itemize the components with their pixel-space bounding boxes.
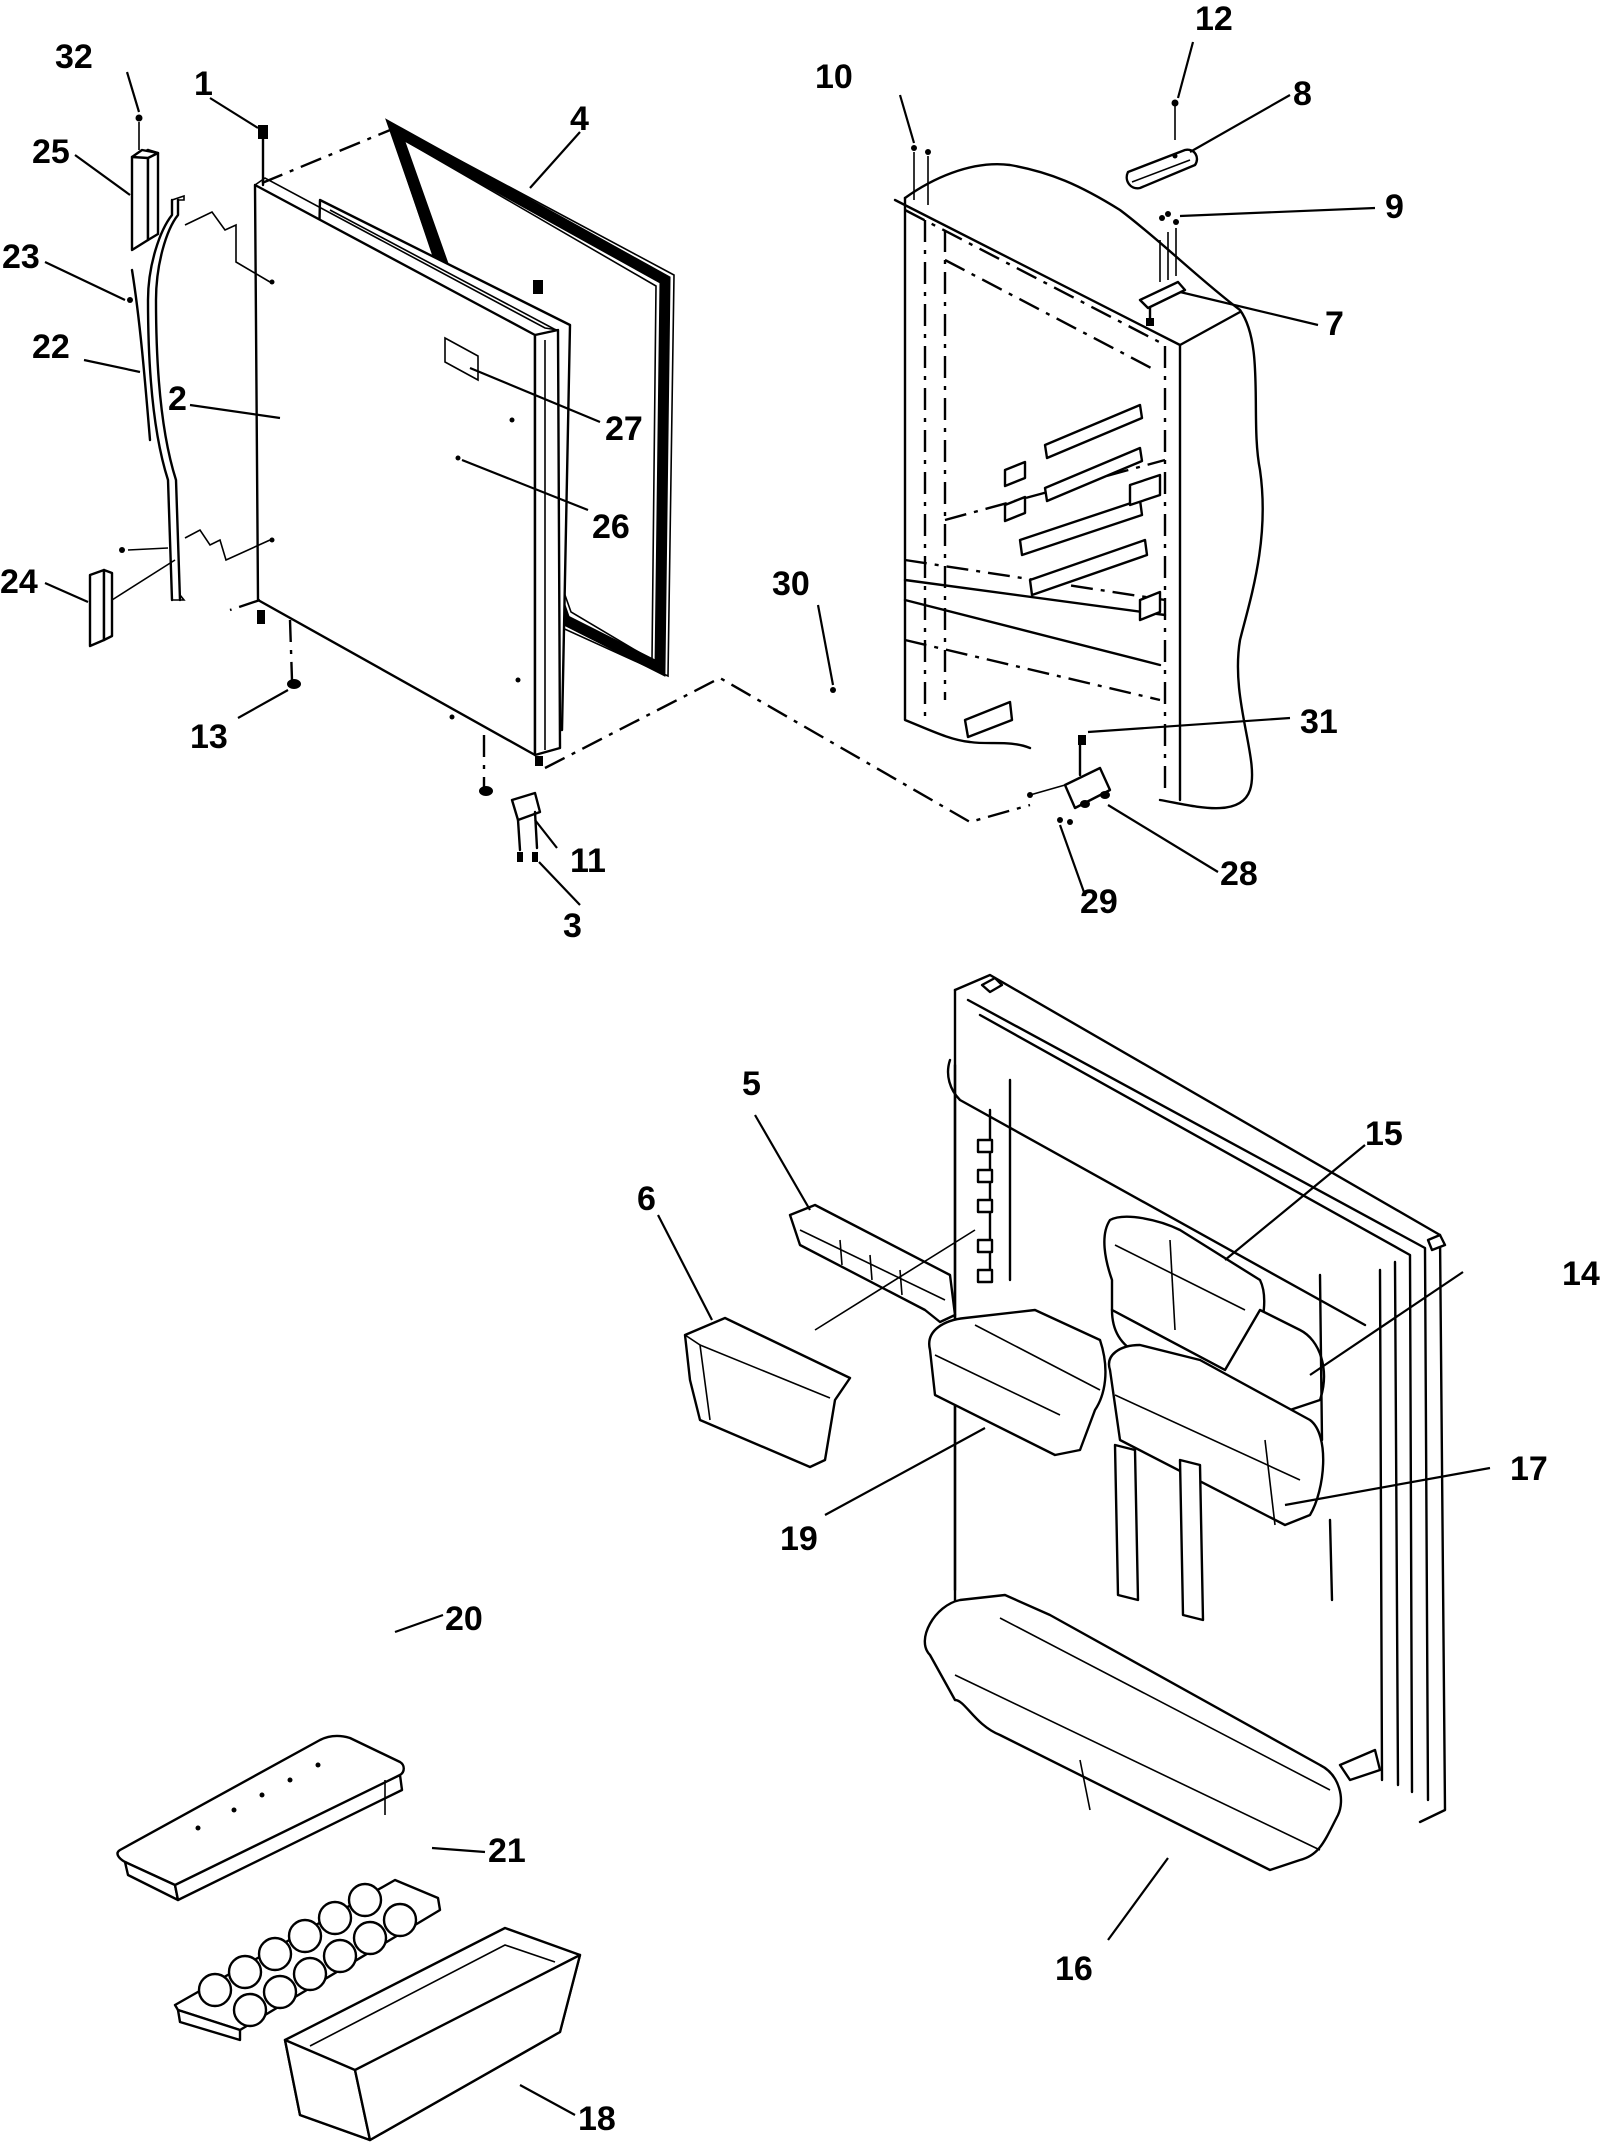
callout-8: 8 xyxy=(1293,75,1312,113)
callout-3: 3 xyxy=(563,907,582,945)
callout-17: 17 xyxy=(1510,1450,1548,1488)
callout-12: 12 xyxy=(1195,0,1233,38)
callout-2: 2 xyxy=(168,380,187,418)
callout-leaders xyxy=(44,41,1491,2116)
callout-18: 18 xyxy=(578,2100,616,2138)
door-label xyxy=(444,336,479,382)
callout-21: 21 xyxy=(488,1832,526,1870)
callout-16: 16 xyxy=(1055,1950,1093,1988)
freezer-door-assembly xyxy=(88,114,1031,862)
shelf-rail xyxy=(788,1203,976,1331)
ice-tray-cups xyxy=(197,1882,418,2028)
callout-23: 23 xyxy=(2,238,40,276)
callout-25: 25 xyxy=(32,133,70,171)
callout-29: 29 xyxy=(1080,883,1118,921)
callout-5: 5 xyxy=(742,1065,761,1103)
bottom-hinge xyxy=(510,756,543,862)
callout-10: 10 xyxy=(815,58,853,96)
callout-24: 24 xyxy=(0,563,38,601)
door-screw-holes xyxy=(269,279,521,720)
callout-32: 32 xyxy=(55,38,93,76)
top-hinge xyxy=(1138,211,1187,326)
ice-cube-tray xyxy=(173,1878,442,2042)
bottom-washer xyxy=(257,610,493,796)
door-handle xyxy=(130,194,186,602)
callout-11: 11 xyxy=(570,842,606,880)
ice-bucket xyxy=(283,1926,582,2142)
callout-28: 28 xyxy=(1220,855,1258,893)
callout-4: 4 xyxy=(570,100,589,138)
callout-26: 26 xyxy=(592,508,630,546)
callout-19: 19 xyxy=(780,1520,818,1558)
ice-tray-cover xyxy=(116,1734,405,1902)
callout-7: 7 xyxy=(1325,305,1344,343)
callout-31: 31 xyxy=(1300,703,1338,741)
callout-22: 22 xyxy=(32,328,70,366)
callout-20: 20 xyxy=(445,1600,483,1638)
fresh-food-door xyxy=(923,973,1447,1872)
refrigerator-cabinet xyxy=(830,99,1264,825)
hinge-screw-top xyxy=(258,125,268,187)
handle-end-cap-bottom xyxy=(88,568,114,648)
callout-15: 15 xyxy=(1365,1115,1403,1153)
handle-end-cap-top xyxy=(130,148,160,252)
callout-6: 6 xyxy=(637,1180,656,1218)
door-shelf-left xyxy=(928,1308,1107,1457)
door-bin-small xyxy=(683,1316,852,1469)
door-shelf-right xyxy=(1107,1343,1325,1527)
shelf-slots xyxy=(976,1138,994,1284)
callout-13: 13 xyxy=(190,718,228,756)
door-bin-bottom xyxy=(923,1593,1382,1872)
bottom-hinge-cabinet xyxy=(1027,735,1112,810)
hinge-cover xyxy=(1125,148,1199,190)
callout-1: 1 xyxy=(194,65,213,103)
callout-27: 27 xyxy=(605,410,643,448)
door-panel xyxy=(253,177,562,757)
callout-30: 30 xyxy=(772,565,810,603)
callout-14: 14 xyxy=(1562,1255,1600,1293)
callout-9: 9 xyxy=(1385,188,1404,226)
